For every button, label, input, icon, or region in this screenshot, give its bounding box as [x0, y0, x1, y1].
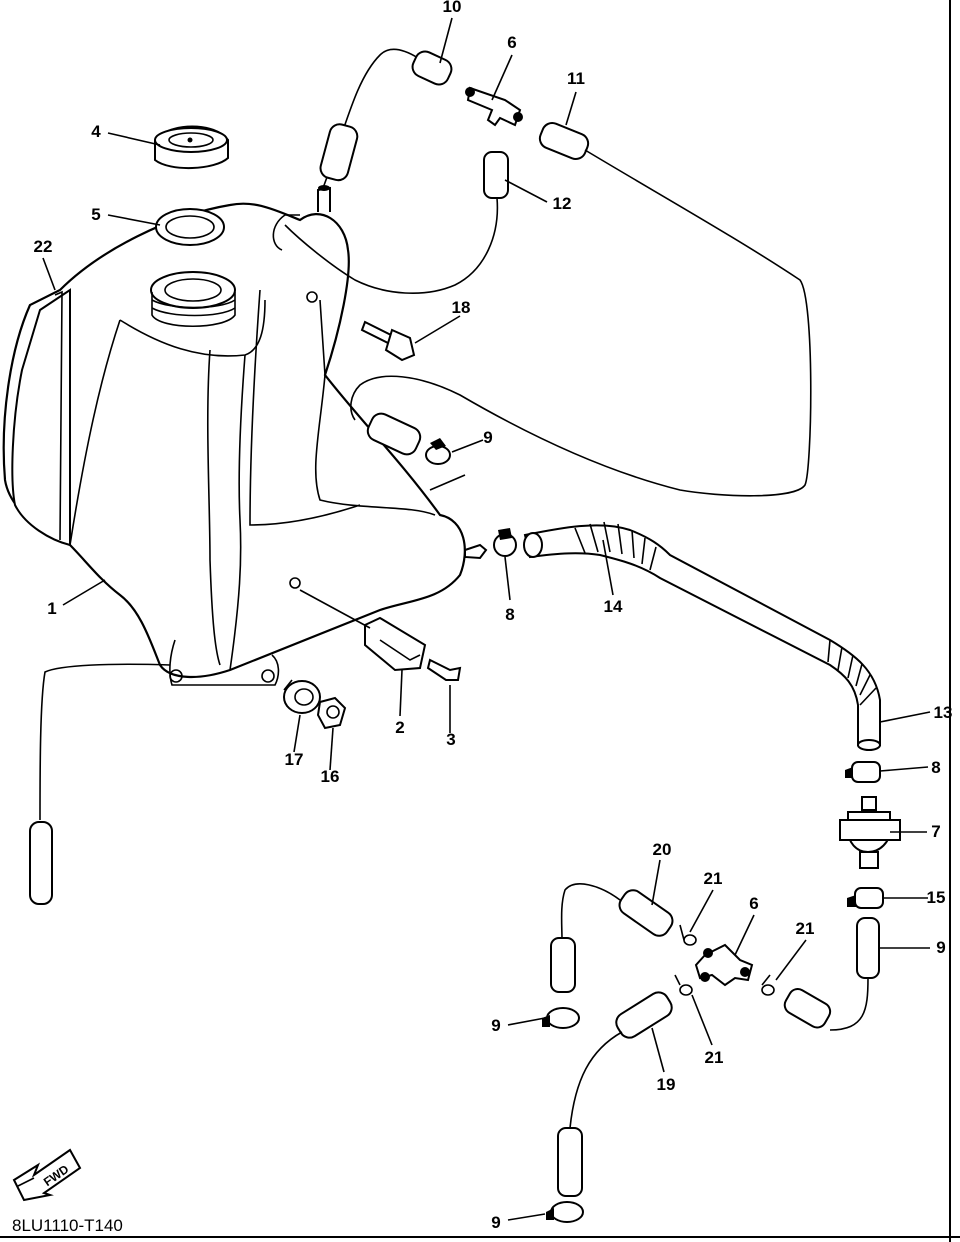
clamp-9-right — [847, 887, 884, 909]
fuel-filter-7 — [839, 796, 901, 869]
fuel-hose-14 — [523, 521, 881, 751]
clamp-9-middle — [425, 438, 451, 465]
callout-8-lower: 8 — [931, 758, 940, 777]
side-panel — [11, 288, 71, 547]
callout-21-c: 21 — [796, 919, 815, 938]
hose-20 — [550, 883, 674, 993]
damper-17 — [283, 679, 321, 714]
callout-21-a: 21 — [704, 869, 723, 888]
clip-21-b — [674, 974, 693, 996]
t-fitting-lower — [694, 943, 754, 987]
hose-15 — [829, 917, 880, 1031]
collar-16 — [316, 696, 347, 730]
bracket-2 — [364, 616, 427, 672]
callout-9-left-lower: 9 — [491, 1016, 500, 1035]
callout-21-b: 21 — [705, 1048, 724, 1067]
callout-7: 7 — [931, 822, 940, 841]
callout-4: 4 — [91, 122, 101, 141]
callout-13: 13 — [934, 703, 953, 722]
callout-3: 3 — [446, 730, 455, 749]
callout-5: 5 — [91, 205, 100, 224]
callout-9-bottom: 9 — [491, 1213, 500, 1232]
callout-2: 2 — [395, 718, 404, 737]
callout-22: 22 — [34, 237, 53, 256]
hose-19 — [557, 991, 673, 1197]
lower-hose-right — [783, 988, 832, 1029]
callout-6-lower: 6 — [749, 894, 758, 913]
callout-17: 17 — [285, 750, 304, 769]
fwd-arrow-icon: FWD — [12, 1148, 82, 1202]
callout-labels: 10 6 11 4 12 5 22 18 9 8 14 1 2 3 17 16 … — [34, 0, 953, 1232]
breather-hoses-top — [272, 48, 812, 497]
callout-12: 12 — [553, 194, 572, 213]
callout-19: 19 — [657, 1075, 676, 1094]
callout-18: 18 — [452, 298, 471, 317]
callout-8-upper: 8 — [505, 605, 514, 624]
clip-21-a — [679, 924, 697, 946]
callout-10: 10 — [443, 0, 462, 16]
callout-16: 16 — [321, 767, 340, 786]
clamp-8-upper — [493, 528, 517, 557]
clamp-9-left-lower — [542, 1007, 580, 1029]
figure-code: 8LU1110-T140 — [12, 1216, 123, 1235]
callout-6: 6 — [507, 33, 516, 52]
clamp-9-bottom — [546, 1201, 584, 1223]
fuel-tank — [2, 185, 488, 686]
bolt-18 — [360, 320, 416, 362]
callout-9-right: 15 — [927, 888, 946, 907]
leader-lines — [42, 17, 931, 1221]
callout-1: 1 — [47, 599, 56, 618]
screw-3 — [426, 658, 462, 681]
clip-21-c — [761, 974, 775, 996]
cap-gasket — [155, 208, 225, 246]
callout-14: 14 — [604, 597, 623, 616]
callout-20: 20 — [653, 840, 672, 859]
clamp-8-lower — [845, 761, 881, 783]
callout-11: 11 — [567, 69, 585, 88]
fuel-cap — [154, 125, 229, 169]
left-drain-hose — [29, 663, 171, 905]
callout-9-middle: 9 — [483, 428, 492, 447]
callout-15: 9 — [936, 938, 945, 957]
